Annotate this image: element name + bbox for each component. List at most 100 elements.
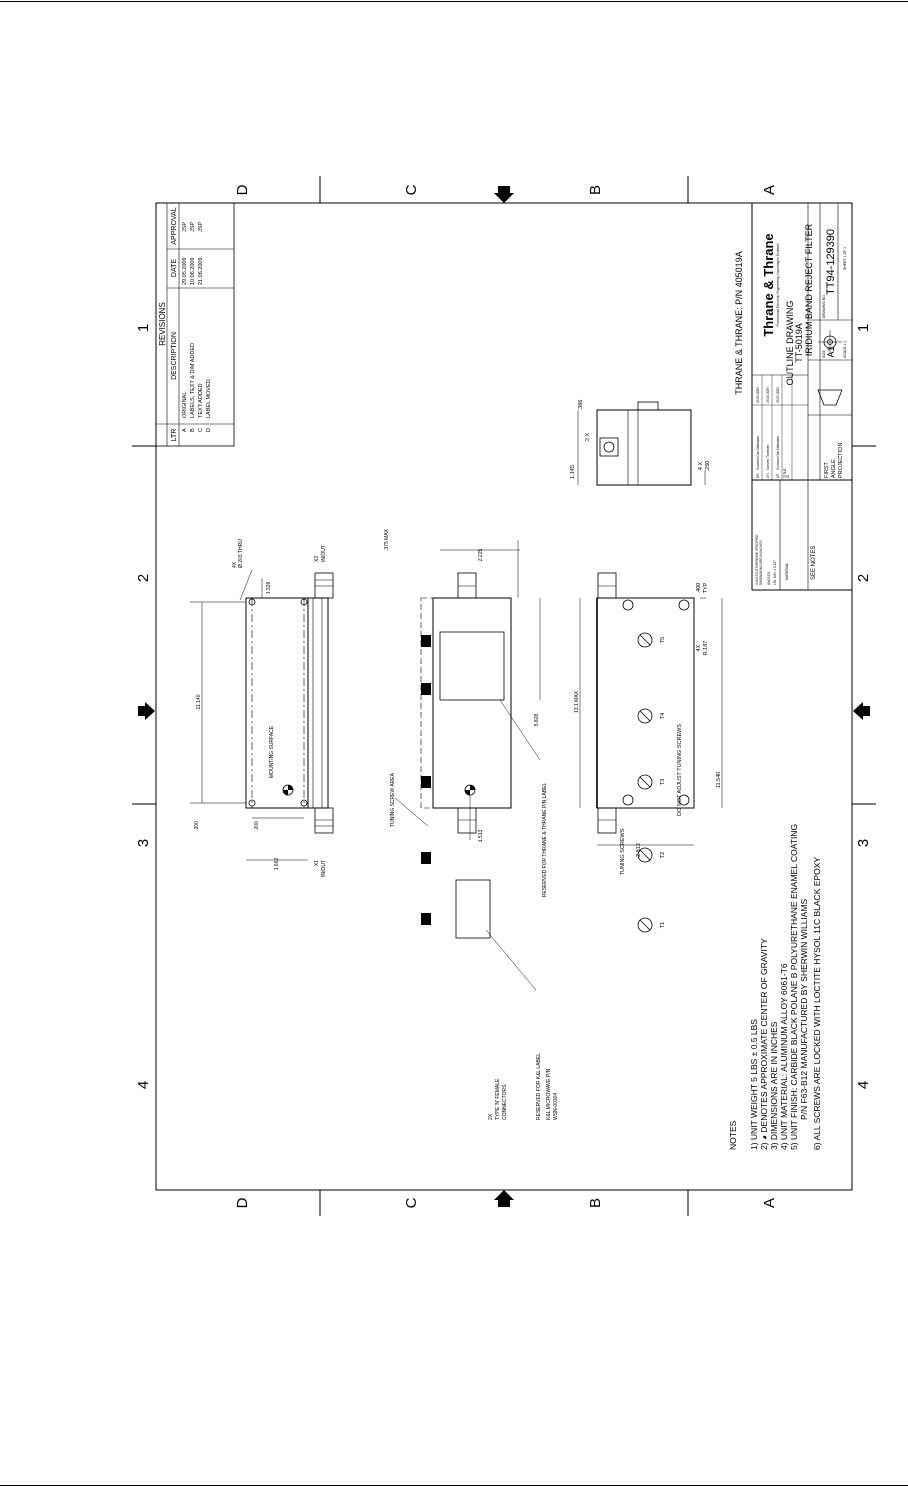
rev-d-desc: LABEL MOVED — [206, 379, 212, 418]
arrow-right-icon — [138, 702, 155, 720]
arrow-up-icon — [494, 1190, 514, 1207]
zone-a-top: A — [761, 185, 778, 195]
tuning-screw-area-label: TUNING SCREW AREA — [390, 772, 396, 827]
end-connector — [599, 437, 619, 457]
zone-2-right: 2 — [855, 574, 872, 582]
screw-label-t4: T4 — [660, 713, 666, 719]
drawing-no: TT94-129390 — [825, 229, 837, 295]
title-line-1: OUTLINE DRAWING — [785, 301, 795, 386]
hole-note-2: Ø.203 THRU — [238, 539, 244, 568]
title-block-text: Thrane & Thrane Professional Electronic … — [755, 223, 847, 585]
size-value: A1 — [826, 346, 836, 357]
connector-x2-top — [314, 572, 334, 599]
size-label: SIZE — [822, 350, 826, 358]
sheet-label: SHEET 1 OF 1 — [843, 247, 847, 270]
sign-ch-name: Carsten Thomsen — [766, 444, 770, 470]
note-5b: P/N F63-B12 MANUFACTURED BY SHERWIN WILL… — [799, 898, 809, 1120]
see-notes: SEE NOTES — [811, 546, 817, 580]
title-line-2: TT-5019A — [794, 323, 804, 363]
top-dim-200a: .200 — [194, 821, 200, 831]
screw-label-t1: T1 — [660, 922, 666, 928]
zone-letters-top: D C B A — [234, 184, 778, 195]
side-view-labels: TUNING SCREW AREA RESERVED FOR THRANE & … — [384, 528, 580, 1120]
end-dim-145: 1.145 — [570, 465, 576, 479]
sign-ap-date: 29.05.2009 — [776, 387, 780, 403]
rev-c-appr: JSP — [198, 222, 204, 232]
x2-label: X2 — [314, 556, 320, 562]
company-name: Thrane & Thrane — [761, 233, 776, 336]
zone-d-bottom: D — [234, 1197, 251, 1208]
rev-header-desc: DESCRIPTION — [171, 332, 178, 380]
sign-dr-name: Koushan Das Maltadam — [756, 436, 760, 470]
rev-d-ltr: D — [206, 428, 212, 432]
zone-d-top: D — [234, 184, 251, 195]
connector-side-top — [457, 572, 477, 599]
title-block — [751, 202, 853, 591]
front-dim-typ: TYP — [703, 582, 709, 593]
note-5: 5) UNIT FINISH: CARBIDE BLACK POLANE B P… — [789, 824, 799, 1150]
material-label: MATERIAL — [785, 563, 789, 580]
rev-b-appr: JSP — [190, 222, 196, 232]
sign-dr-date: 29.05.2009 — [756, 387, 760, 403]
connector-x1-top — [314, 807, 334, 834]
zone-2-left: 2 — [135, 574, 152, 582]
sign-id-role: ID. — [786, 474, 790, 478]
kl-label-area — [455, 879, 491, 939]
front-dim-400: .400 — [696, 583, 702, 594]
projection-2: ANGLE — [831, 459, 837, 478]
revisions-title: REVISIONS — [158, 302, 167, 346]
tolerance-1: UNLESS OTHERWISE SPECIFIED — [755, 534, 759, 585]
title-label: TITLE — [783, 468, 787, 478]
x1-sub: IN/OUT — [321, 860, 327, 877]
zone-4-left: 4 — [135, 1081, 152, 1089]
screw-label-t5: T5 — [660, 637, 666, 643]
rev-b-ltr: B — [190, 428, 196, 432]
zone-b-bottom: B — [587, 1198, 604, 1208]
footer-rule — [0, 1485, 908, 1486]
end-view-labels: 1.145 .386 2 X 4 X .250 — [570, 400, 711, 479]
zone-b-top: B — [587, 185, 604, 195]
projection-3: PROJECTION — [838, 443, 844, 478]
note-6: 6) ALL SCREWS ARE LOCKED WITH LOCTITE HY… — [812, 857, 822, 1150]
rev-header-date: DATE — [171, 259, 178, 277]
end-view — [577, 401, 706, 486]
sign-ch-date: 29.05.2009 — [766, 387, 770, 403]
note-4: 4) UNIT MATERIAL: ALUMINUM ALLOY 6061-T6 — [779, 963, 789, 1150]
rev-c-date: 21.06.2009 — [198, 257, 204, 285]
rev-a-appr: JSP — [182, 222, 188, 232]
front-view — [596, 572, 723, 846]
scale-label: SCALE 1:1 — [843, 341, 847, 358]
end-dim-4x: 4 X — [698, 462, 704, 471]
cg-symbol-top — [282, 784, 294, 796]
end-dim-250: .250 — [705, 461, 711, 472]
rev-a-desc: ORIGINAL — [182, 392, 188, 418]
front-dim-2812: 2.812 — [636, 843, 642, 857]
side-dim-max: 13.1 MAX — [574, 690, 580, 713]
rev-c-desc: TEXT ADDED — [198, 384, 204, 418]
zone-c-bottom: C — [403, 1197, 420, 1208]
revisions-table: REVISIONS LTR DESCRIPTION DATE APPROVAL … — [155, 202, 235, 447]
projection-cone — [817, 389, 843, 406]
notes-block: NOTES 1) UNIT WEIGHT 5 LBS ± 0.5 LBS 2) … — [728, 824, 822, 1150]
tt-label-area — [439, 631, 505, 701]
front-dim-r: 4X — [696, 644, 702, 651]
zone-1-left: 1 — [135, 324, 152, 332]
x1-label: X1 — [314, 860, 320, 866]
rev-b-date: 10.06.2009 — [190, 257, 196, 285]
sign-ch-role: CH. — [766, 472, 770, 478]
zone-numbers-left: 1 2 3 4 — [135, 324, 152, 1089]
tolerance-2: DIMENSIONS ARE IN INCHES — [759, 541, 763, 585]
top-dim-length: 11.140 — [196, 694, 202, 709]
notes-heading: NOTES — [728, 1120, 738, 1150]
side-dim-1513: 1.513 — [478, 830, 484, 843]
connectors-note-3: CONNECTORS — [502, 1084, 508, 1120]
front-view-labels: T5 T4 T3 T2 T1 TUNING SCREWS DO NOT ADJU… — [620, 582, 722, 928]
side-dim-375: .375 MAX — [384, 528, 390, 551]
rev-a-date: 29.05.2009 — [182, 257, 188, 285]
connector-front-bottom — [597, 807, 617, 834]
sign-dr-role: DR. — [756, 472, 760, 478]
reserved-tt-label: RESERVED FOR THRANE & THRANE P/N LABEL — [542, 783, 548, 898]
zone-4-right: 4 — [855, 1081, 872, 1089]
connector-side-bottom — [457, 807, 477, 834]
